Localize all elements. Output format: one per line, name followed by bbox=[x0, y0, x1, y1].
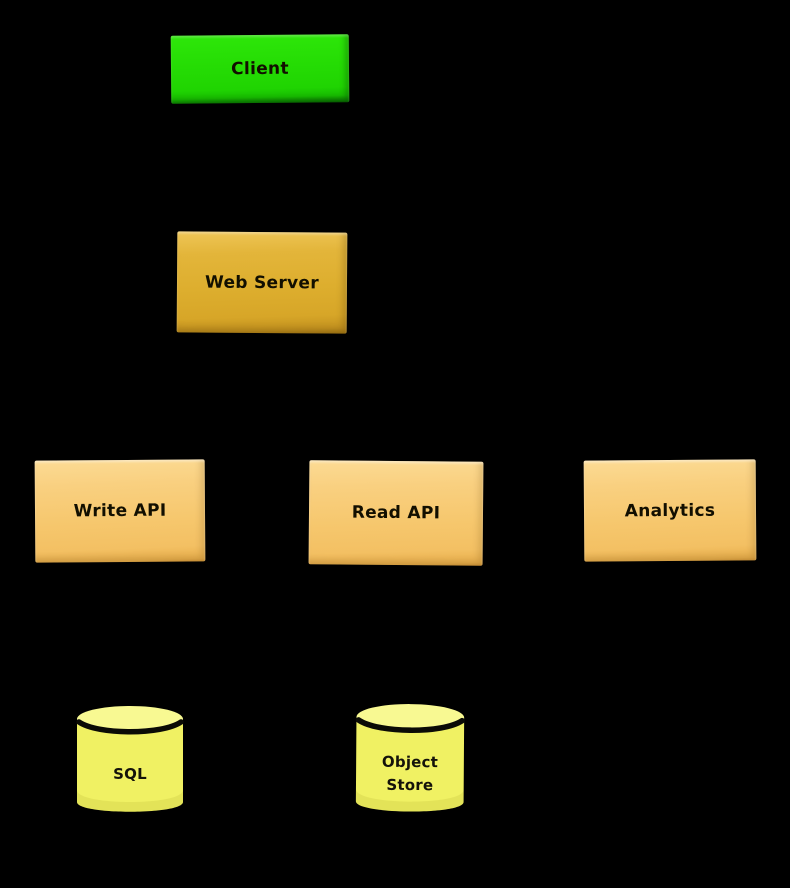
database-cylinder-icon bbox=[355, 704, 465, 812]
node-object-store-database: Object Store bbox=[353, 700, 468, 827]
node-read-api: Read API bbox=[308, 460, 484, 566]
node-write-api-label: Write API bbox=[73, 500, 167, 522]
node-write-api: Write API bbox=[34, 459, 206, 563]
node-client-label: Client bbox=[231, 58, 289, 80]
node-analytics-label: Analytics bbox=[624, 500, 716, 521]
node-sql-database: SQL bbox=[74, 702, 186, 826]
node-object-store-label: Object Store bbox=[381, 752, 439, 795]
node-client: Client bbox=[170, 34, 350, 104]
node-web-server-label: Web Server bbox=[204, 272, 320, 293]
node-analytics: Analytics bbox=[583, 459, 757, 562]
node-sql-label: SQL bbox=[113, 765, 147, 784]
node-web-server: Web Server bbox=[176, 231, 348, 334]
database-cylinder-icon bbox=[76, 706, 184, 812]
node-read-api-label: Read API bbox=[351, 502, 441, 524]
